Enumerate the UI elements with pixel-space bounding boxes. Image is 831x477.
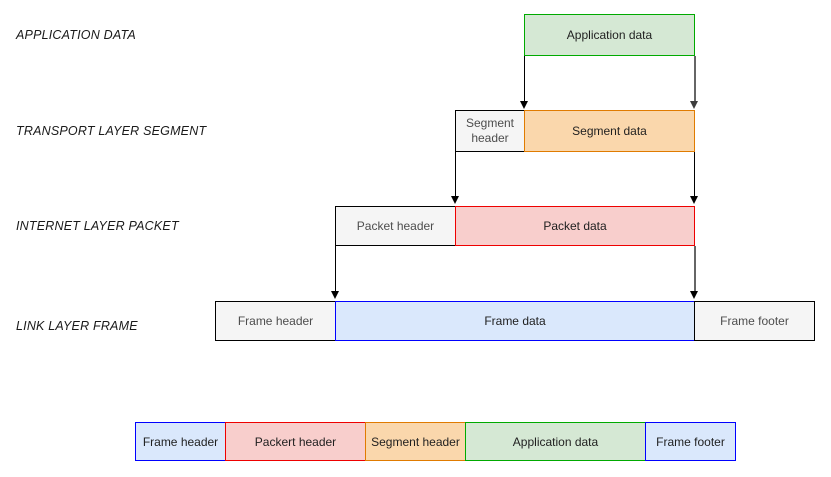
box-frame-header: Frame header [215,301,336,341]
legend-item-frame-header: Frame header [135,422,226,461]
row-label-link-layer-frame: LINK LAYER FRAME [16,319,138,333]
box-frame-footer: Frame footer [694,301,815,341]
connector-app-left-line [524,56,525,105]
box-application-data: Application data [524,14,695,56]
box-frame-data: Frame data [335,301,695,341]
legend-item-packet-header: Packert header [225,422,366,461]
connector-app-right-arrowhead [690,101,698,109]
connector-packet-right-line [694,246,696,295]
box-packet-header: Packet header [335,206,456,246]
connector-packet-left-line [335,246,336,295]
connector-segment-left-line [455,152,456,200]
legend-item-segment-header: Segment header [365,422,466,461]
legend-item-application-data: Application data [465,422,646,461]
row-label-application-data: APPLICATION DATA [16,28,136,42]
connector-app-left-arrowhead [519,101,528,109]
legend-item-frame-footer: Frame footer [645,422,736,461]
box-segment-data: Segment data [524,110,695,152]
row-label-transport-layer-segment: TRANSPORT LAYER SEGMENT [16,124,207,138]
connector-packet-right-arrowhead [690,291,698,299]
connector-segment-left-arrowhead [450,196,459,204]
connector-segment-right-line [694,152,695,200]
connector-segment-right-arrowhead [689,196,698,204]
connector-packet-left-arrowhead [330,291,339,299]
row-label-internet-layer-packet: INTERNET LAYER PACKET [16,219,179,233]
box-packet-data: Packet data [455,206,695,246]
connector-app-right-line [694,56,696,105]
box-segment-header: Segment header [455,110,525,152]
